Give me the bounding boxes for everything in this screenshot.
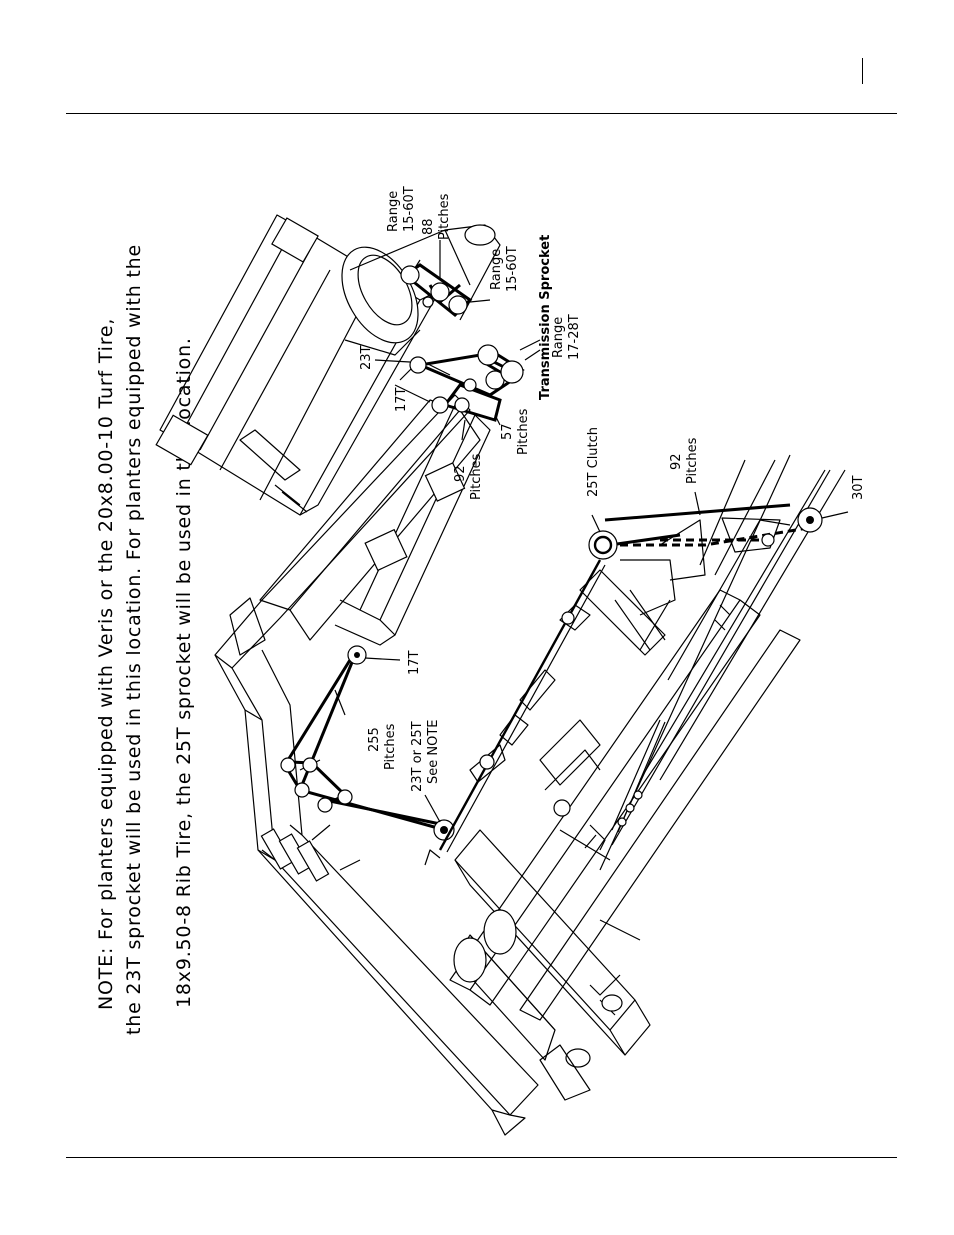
label-range-top-value: 15-60T (402, 186, 417, 232)
label-88-pitches: Pitches (437, 193, 452, 240)
label-23t-top: 23T (359, 345, 374, 370)
sprocket-23t-top (409, 356, 427, 374)
label-92a-pitches: Pitches (469, 453, 484, 500)
leader-lines (334, 240, 849, 823)
label-92b-pitches: Pitches (685, 437, 700, 484)
header-page-divider (862, 58, 863, 84)
note-line-1: NOTE: For planters equipped with Veris o… (95, 318, 117, 1010)
label-transmission-range: Range (551, 317, 566, 358)
label-57: 57 (500, 423, 515, 440)
label-92a: 92 (453, 465, 468, 482)
label-range-top: Range (386, 191, 401, 232)
frame-structure (155, 214, 846, 1136)
drive-shaft (424, 559, 666, 866)
label-88: 88 (421, 218, 436, 235)
sprockets (280, 265, 823, 841)
callouts: Range 15-60T 88 Pitches Range 15-60T Tra… (359, 186, 866, 792)
label-92b: 92 (669, 453, 684, 470)
label-range-mid-value: 15-60T (505, 246, 520, 292)
label-255-pitches: Pitches (383, 723, 398, 770)
label-17t-top: 17T (394, 387, 409, 412)
label-transmission: Transmission Sprocket (538, 235, 553, 400)
label-transmission-value: 17-28T (567, 314, 582, 360)
note-line-2: the 23T sprocket will be used in this lo… (123, 244, 145, 1035)
note-block: NOTE: For planters equipped with Veris o… (95, 244, 195, 1035)
clutch-25t (588, 530, 618, 560)
label-clutch: 25T Clutch (586, 427, 601, 497)
sprocket-17t-top (431, 396, 449, 414)
note-line-3: 18x9.50-8 Rib Tire, the 25T sprocket wil… (173, 337, 195, 1008)
label-57-pitches: Pitches (516, 408, 531, 455)
label-range-mid: Range (489, 249, 504, 290)
label-17t-mid: 17T (407, 650, 422, 675)
footer-rule (66, 1157, 897, 1158)
header-rule (66, 113, 897, 114)
label-255: 255 (367, 727, 382, 752)
label-23t-25t: 23T or 25T (410, 721, 425, 792)
label-30t: 30T (851, 475, 866, 500)
label-see-note: See NOTE (426, 720, 441, 785)
